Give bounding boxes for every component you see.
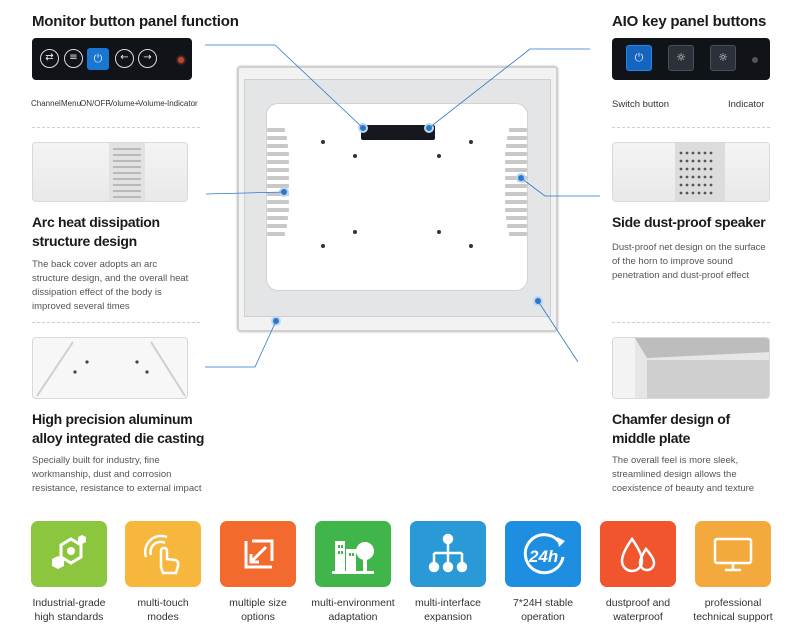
separator [612, 127, 770, 128]
power-icon: ⏻ [87, 48, 109, 70]
brightness-up-icon: ☼ [668, 45, 694, 71]
chamfer-desc-3: coexistence of beauty and texture [612, 483, 755, 494]
network-tree-icon [428, 533, 468, 573]
speaker-desc-2: of the horn to improve sound [612, 256, 733, 267]
arc-heat-desc-1: The back cover adopts an arc [32, 259, 158, 270]
label-industrial-2: high standards [34, 611, 104, 623]
chamfer-thumbnail [612, 337, 770, 399]
label-switch-button: Switch button [612, 99, 670, 110]
label-dust-1: dustproof and [605, 597, 671, 609]
label-interface-2: expansion [424, 611, 472, 623]
hotspot-chamfer[interactable] [533, 296, 543, 306]
speaker-title: Side dust-proof speaker [612, 214, 766, 230]
aluminum-desc-1: Specially built for industry, fine [32, 455, 160, 466]
brightness-down-icon: ☼ [710, 45, 736, 71]
aluminum-title-1: High precision aluminum [32, 411, 193, 427]
rear-button-strip [361, 125, 435, 140]
monitor-screen-icon [713, 537, 753, 572]
24h-icon: 24h [523, 533, 565, 575]
arc-heat-title-1: Arc heat dissipation [32, 214, 160, 230]
speaker-desc-1: Dust-proof net design on the surface [612, 242, 766, 253]
hotspot-aluminum[interactable] [271, 316, 281, 326]
label-support-1: professional [704, 597, 762, 609]
hexagon-bolt-icon [52, 535, 86, 569]
aluminum-desc-2: workmanship, dust and corrosion [32, 469, 172, 480]
feature-multiple-size [220, 521, 296, 587]
aio-indicator-light-icon [752, 57, 758, 63]
water-drops-icon [620, 536, 656, 573]
label-interface-1: multi-interface [415, 597, 481, 609]
aluminum-desc-3: resistance, resistance to external impac… [32, 483, 202, 494]
feature-industrial-grade [31, 521, 107, 587]
feature-multi-interface [410, 521, 486, 587]
label-24h-2: operation [521, 611, 565, 623]
speaker-grille-image [675, 143, 725, 201]
channel-icon: ⇄ [40, 49, 59, 68]
arc-heat-title-2: structure design [32, 233, 137, 249]
aio-key-panel-image: ⏻ ☼ ☼ [612, 38, 770, 80]
label-touch-2: modes [147, 611, 179, 623]
chamfer-edge-image [613, 338, 769, 398]
feature-24h-operation: 24h [505, 521, 581, 587]
feature-multi-touch [125, 521, 201, 587]
label-industrial-1: Industrial-grade [32, 597, 106, 609]
label-onoff: ON/OFF [80, 99, 111, 108]
label-dust-2: waterproof [613, 611, 663, 623]
label-indicator: Indicator [167, 99, 198, 108]
resize-arrow-icon [244, 539, 274, 569]
hotspot-aio-panel[interactable] [424, 123, 434, 133]
label-24h-1: 7*24H stable [512, 597, 574, 609]
arc-heat-desc-3: dissipation effect of the body is [32, 287, 162, 298]
hotspot-speaker[interactable] [516, 173, 526, 183]
die-casting-image [36, 341, 186, 397]
monitor-button-panel-image: ⇄ ≡ ⏻ ← → [32, 38, 192, 80]
separator [32, 127, 200, 128]
speaker-desc-3: penetration and dust-proof effect [612, 270, 750, 281]
label-support-2: technical support [693, 611, 773, 623]
svg-text:24h: 24h [528, 547, 558, 566]
feature-multi-environment [315, 521, 391, 587]
switch-power-icon: ⏻ [626, 45, 652, 71]
indicator-light-icon [178, 57, 184, 63]
label-channel: Channel [31, 99, 61, 108]
separator [32, 322, 200, 323]
label-volume-down: Volume- [138, 99, 168, 108]
label-volume-up: Volume+ [108, 99, 140, 108]
aio-panel-title: AIO key panel buttons [612, 13, 767, 30]
feature-dustproof-waterproof [600, 521, 676, 587]
chamfer-title-1: Chamfer design of [612, 411, 730, 427]
separator [612, 322, 770, 323]
label-env-1: multi-environment [311, 597, 395, 609]
touch-hand-icon [143, 534, 180, 575]
arc-heat-desc-2: structure design, and the overall heat [32, 273, 189, 284]
aluminum-title-2: alloy integrated die casting [32, 430, 205, 446]
speaker-thumbnail [612, 142, 770, 202]
label-menu: Menu [61, 99, 82, 108]
arc-heat-desc-4: improved several times [32, 301, 130, 312]
aluminum-thumbnail [32, 337, 188, 399]
label-aio-indicator: Indicator [728, 99, 765, 110]
arc-heat-thumbnail [32, 142, 188, 202]
hotspot-heat-fins[interactable] [279, 187, 289, 197]
label-touch-1: multi-touch [137, 597, 189, 609]
volume-down-icon: → [138, 49, 157, 68]
label-size-2: options [241, 611, 275, 623]
heat-fins-image [109, 143, 145, 201]
menu-icon: ≡ [64, 49, 83, 68]
chamfer-desc-2: streamlined design allows the [612, 469, 737, 480]
label-env-2: adaptation [328, 611, 378, 623]
monitor-panel-title: Monitor button panel function [32, 13, 239, 30]
chamfer-desc-1: The overall feel is more sleek, [612, 455, 739, 466]
volume-up-icon: ← [115, 49, 134, 68]
city-tree-icon [332, 541, 374, 574]
hotspot-monitor-panel[interactable] [358, 123, 368, 133]
chamfer-title-2: middle plate [612, 430, 691, 446]
feature-technical-support [695, 521, 771, 587]
label-size-1: multiple size [229, 597, 287, 609]
